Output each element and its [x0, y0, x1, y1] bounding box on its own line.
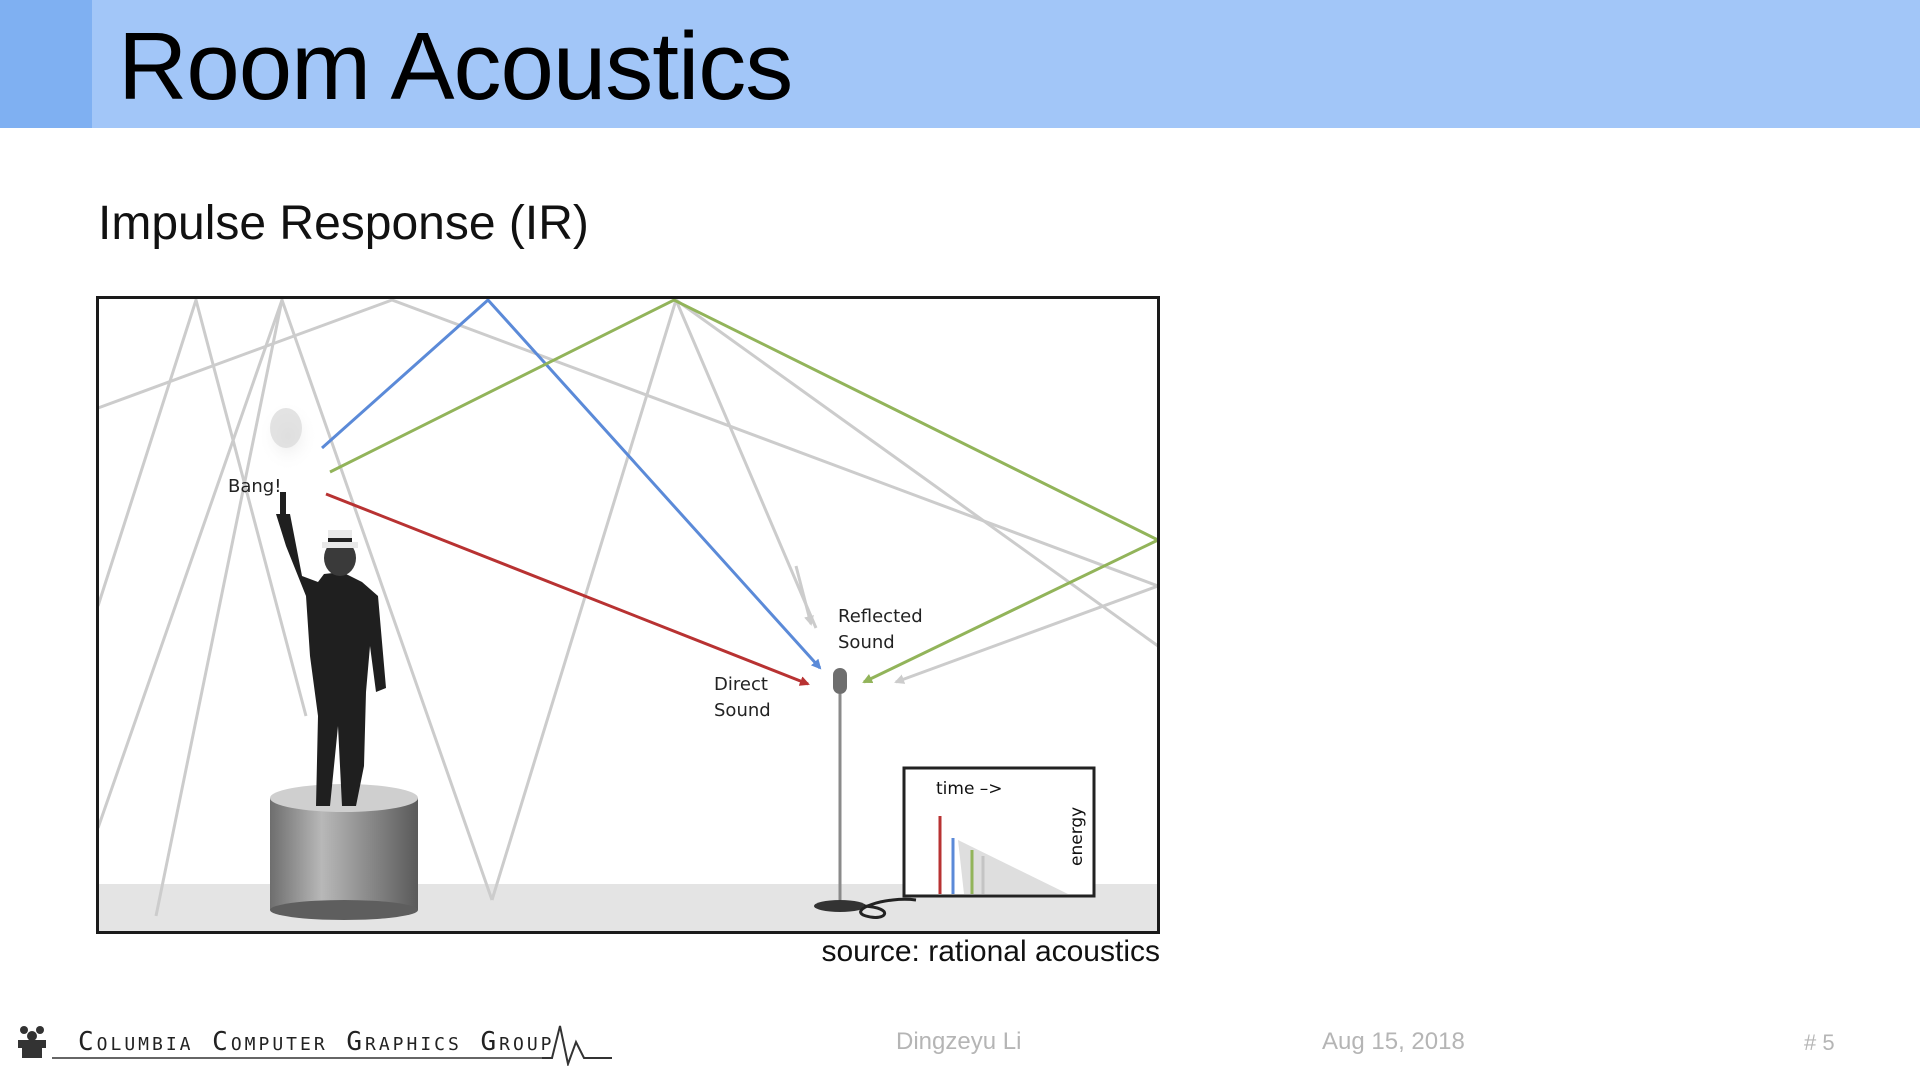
microphone: [814, 668, 917, 919]
blue-reflection-path: [321, 297, 822, 670]
footer-author: Dingzeyu Li: [896, 1028, 1022, 1055]
bang-label: Bang!: [228, 476, 281, 497]
figure-frame: [96, 296, 1160, 934]
reflected-label-line1: Reflected: [838, 606, 923, 627]
energy-axis-label: energy: [1067, 807, 1087, 866]
group-logo: Columbia Computer Graphics Group: [12, 1020, 612, 1068]
man-with-pistol: [276, 492, 386, 806]
slide-subtitle: Impulse Response (IR): [98, 197, 589, 250]
crown-logo-icon: [18, 1026, 46, 1058]
source-caption: source: rational acoustics: [821, 935, 1161, 968]
direct-label-line1: Direct: [714, 674, 768, 695]
slide-title: Room Acoustics: [118, 13, 793, 120]
footer-date: Aug 15, 2018: [1322, 1028, 1465, 1055]
late-reflection-arrow-2: [794, 565, 814, 626]
heartbeat-line-icon: [542, 1025, 612, 1068]
title-accent-block: [0, 0, 92, 128]
direct-label-line2: Sound: [714, 700, 771, 721]
footer-page-number: # 5: [1804, 1030, 1835, 1055]
smoke-puff: [258, 400, 318, 472]
green-reflection-path: [329, 298, 1162, 684]
direct-sound-path: [325, 492, 810, 686]
energy-time-inset: time –> energy: [902, 766, 1096, 898]
late-reflection-arrow: [894, 584, 1159, 684]
figure-canvas: time –> energy Bang! Reflected Sound Dir…: [96, 294, 1162, 934]
title-bar: Room Acoustics: [0, 0, 1920, 128]
logo-text: Columbia Computer Graphics Group: [78, 1027, 555, 1057]
time-axis-label: time –>: [936, 779, 1003, 799]
reflected-label-line2: Sound: [838, 632, 895, 653]
impulse-response-figure: time –> energy Bang! Reflected Sound Dir…: [96, 294, 1162, 934]
